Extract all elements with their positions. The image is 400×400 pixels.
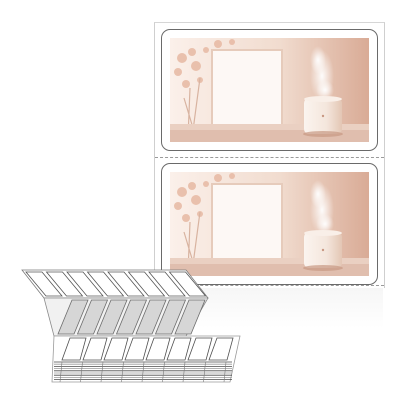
fanfold-label [61,337,87,361]
label-card-1 [161,29,378,151]
fanfold-middle-sheet [43,297,209,337]
fanfold-label [124,337,150,361]
fanfold-page-divider [100,361,104,383]
fanfold-top-sheet [21,269,209,299]
fanfold-page-divider [182,361,186,383]
fanfold-page-divider [203,361,206,383]
fanfold-label [103,337,129,361]
fanfold-label [66,271,104,297]
fanfold-label [57,299,89,335]
fanfold-stacked-pages [51,335,241,383]
fanfold-label [76,299,109,335]
fanfold-page-divider [162,361,165,383]
perforation-line [155,285,384,286]
fanfold-page-divider [223,361,227,383]
label-card-2 [161,163,378,285]
fanfold-label [115,299,148,335]
fanfold-page-divider [80,361,83,383]
fanfold-label [168,271,207,297]
fanfold-label [45,271,84,297]
fanfold-label [107,271,145,297]
fanfold-label [148,271,186,297]
fanfold-label [82,337,108,361]
fanfold-label [127,271,166,297]
fanfold-page-divider [141,361,145,383]
humidifier-photo [170,38,369,142]
perforation-line [155,157,384,158]
fanfold-label [86,271,125,297]
fanfold-label [25,271,63,297]
fanfold-label [174,299,206,335]
fanfold-page-divider [121,361,124,383]
fanfold-label [145,337,171,361]
fanfold-label [96,299,128,335]
fanfold-page-divider [59,361,63,383]
humidifier-photo [170,172,369,276]
fanfold-label [187,337,213,361]
fanfold-label [208,337,234,361]
fanfold-label [135,299,167,335]
fanfold-label [166,337,192,361]
fanfold-label [154,299,187,335]
label-sheet [154,22,385,288]
